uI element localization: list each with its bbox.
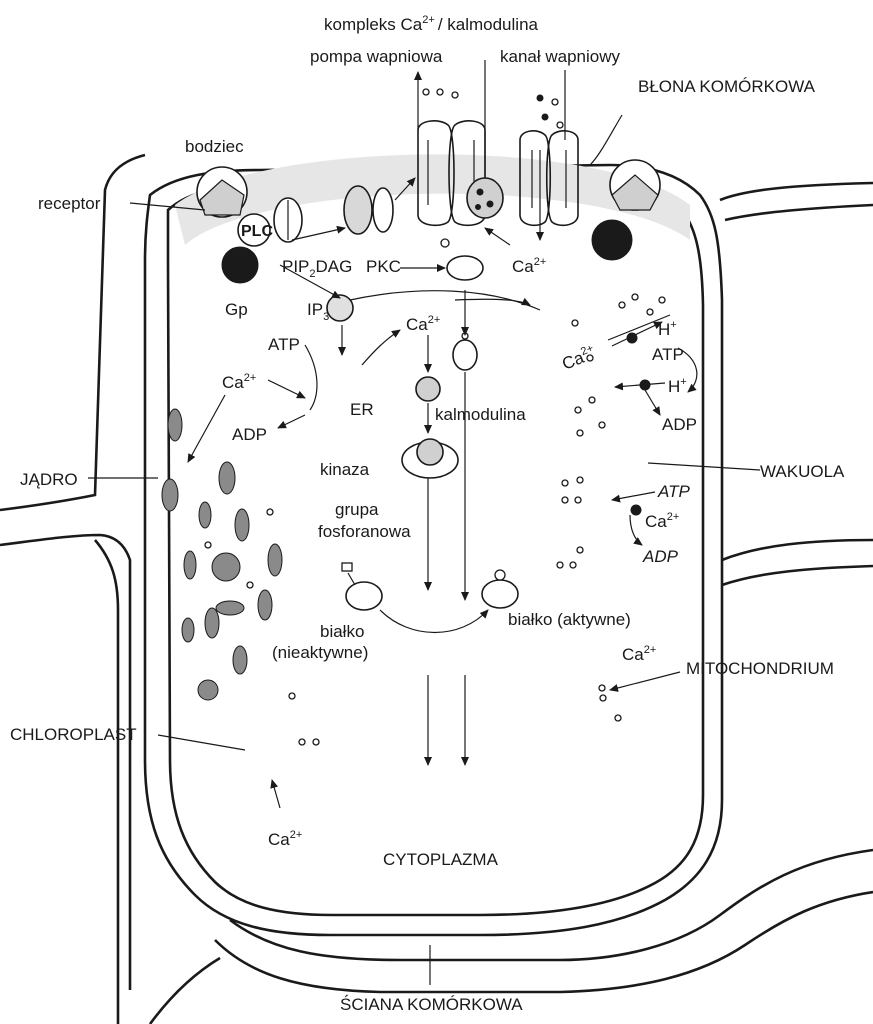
label-kinase: kinaza <box>320 460 370 479</box>
label-calmodulin: kalmodulina <box>435 405 526 424</box>
calmodulin-complex <box>467 178 503 218</box>
label-complex: kompleks Ca2+/ kalmodulina <box>324 14 539 34</box>
label-atp-right: ATP <box>652 345 684 364</box>
label-pkc: PKC <box>366 257 401 276</box>
label-h-mid: H+ <box>668 376 687 396</box>
label-ca-bottom: Ca2+ <box>268 829 302 849</box>
label-nucleus: JĄDRO <box>20 470 78 489</box>
vacuole-pumps <box>627 333 650 515</box>
label-ca-vac2: Ca2+ <box>645 511 679 531</box>
label-ip3: IP3 <box>307 300 329 323</box>
label-protein-inactive-1: białko <box>320 622 364 641</box>
label-phosphate-1: grupa <box>335 500 379 519</box>
label-atp-left: ATP <box>268 335 300 354</box>
label-vacuole: WAKUOLA <box>760 462 845 481</box>
label-cell-wall: ŚCIANA KOMÓRKOWA <box>340 995 523 1014</box>
cell-wall <box>0 155 873 1024</box>
label-pump: pompa wapniowa <box>310 47 443 66</box>
label-receptor: receptor <box>38 194 101 213</box>
protein-active <box>482 570 518 608</box>
gp-protein <box>222 247 258 283</box>
label-atp-vac: ATP <box>657 482 690 501</box>
organelles <box>162 409 282 700</box>
protein-inactive <box>342 563 382 610</box>
label-pip2: PIP2DAG <box>282 257 352 280</box>
label-mitochondrium: MITOCHONDRIUM <box>686 659 834 678</box>
label-adp-left: ADP <box>232 425 267 444</box>
label-er: ER <box>350 400 374 419</box>
label-ca-top: Ca2+ <box>512 256 546 276</box>
label-ca-mito: Ca2+ <box>622 644 656 664</box>
label-cytoplasm: CYTOPLAZMA <box>383 850 499 869</box>
label-adp-right: ADP <box>662 415 697 434</box>
label-ca-center: Ca2+ <box>406 314 440 334</box>
label-ca-left: Ca2+ <box>222 372 256 392</box>
pkc-vesicle <box>441 239 483 280</box>
label-chloroplast: CHLOROPLAST <box>10 725 137 744</box>
label-phosphate-2: fosforanowa <box>318 522 411 541</box>
label-protein-inactive-2: (nieaktywne) <box>272 643 368 662</box>
label-adp-vac: ADP <box>642 547 679 566</box>
label-channel: kanał wapniowy <box>500 47 621 66</box>
label-stimulus: bodziec <box>185 137 244 156</box>
label-membrane: BŁONA KOMÓRKOWA <box>638 77 816 96</box>
ip3-vesicle <box>327 295 353 321</box>
label-protein-active: białko (aktywne) <box>508 610 631 629</box>
label-h-top: H+ <box>658 319 677 339</box>
label-gp: Gp <box>225 300 248 319</box>
label-plc: PLC <box>241 223 273 240</box>
